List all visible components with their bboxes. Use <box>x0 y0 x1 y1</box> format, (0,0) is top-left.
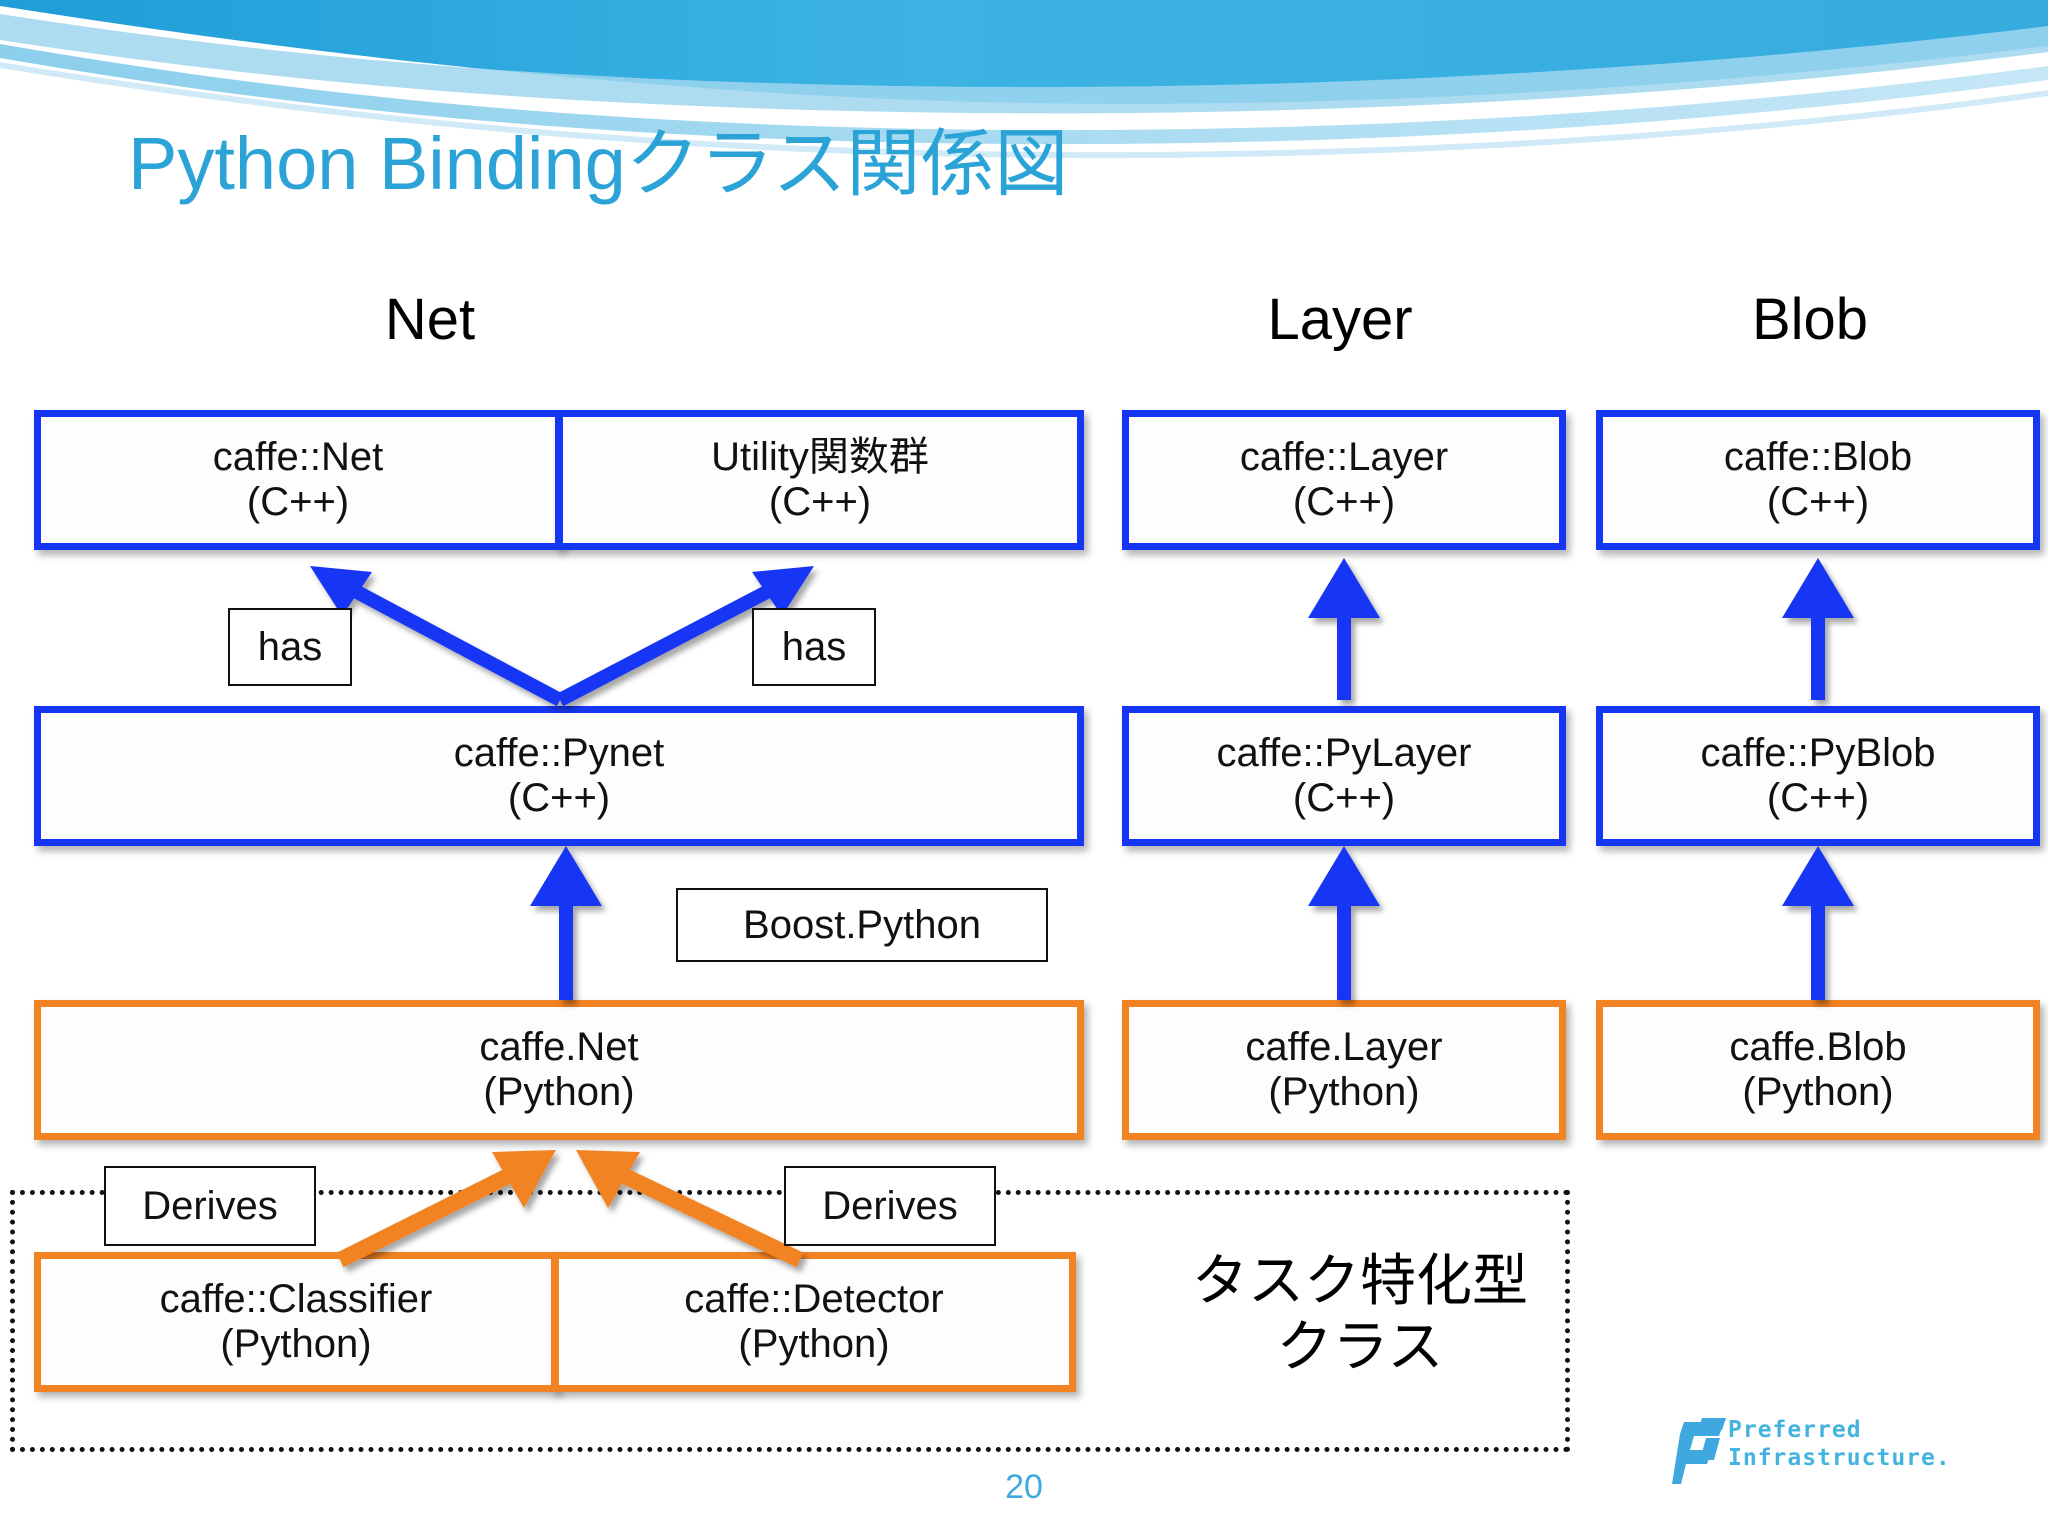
box-caffe-blob[interactable]: caffe::Blob (C++) <box>1596 410 2040 550</box>
box-caffe-blob-python[interactable]: caffe.Blob (Python) <box>1596 1000 2040 1140</box>
group-caption-line2: クラス <box>1276 1315 1444 1379</box>
label-has-right: has <box>752 608 876 686</box>
logo-wordmark: Preferred Infrastructure. <box>1728 1416 1951 1472</box>
page-number: 20 <box>1005 1468 1043 1506</box>
box-caffe-net-line2: (C++) <box>246 480 350 524</box>
box-utility-functions[interactable]: Utility関数群 (C++) <box>556 410 1084 550</box>
box-caffe-classifier[interactable]: caffe::Classifier (Python) <box>34 1252 558 1392</box>
box-caffe-detector-line2: (Python) <box>738 1322 890 1366</box>
label-has-left: has <box>228 608 352 686</box>
box-caffe-net-python-line2: (Python) <box>483 1070 635 1114</box>
box-caffe-detector[interactable]: caffe::Detector (Python) <box>552 1252 1076 1392</box>
box-caffe-classifier-line2: (Python) <box>220 1322 372 1366</box>
group-caption-line1: タスク特化型 <box>1192 1249 1528 1312</box>
logo-line1: Preferred <box>1728 1417 1862 1443</box>
box-caffe-blob-line2: (C++) <box>1766 480 1870 524</box>
box-caffe-classifier-line1: caffe::Classifier <box>159 1277 433 1322</box>
label-boost-python: Boost.Python <box>676 888 1048 962</box>
box-caffe-pylayer-line1: caffe::PyLayer <box>1216 731 1472 776</box>
column-header-blob: Blob <box>1751 287 1869 352</box>
box-caffe-blob-python-line1: caffe.Blob <box>1729 1025 1907 1070</box>
box-caffe-pyblob-line1: caffe::PyBlob <box>1700 731 1936 776</box>
label-derives-left: Derives <box>104 1166 316 1246</box>
box-caffe-net-line1: caffe::Net <box>212 435 384 480</box>
label-derives-right: Derives <box>784 1166 996 1246</box>
box-caffe-net-python[interactable]: caffe.Net (Python) <box>34 1000 1084 1140</box>
box-caffe-layer-line2: (C++) <box>1292 480 1396 524</box>
arrow-caffe-blob-py-to-pyblob <box>1782 846 1854 1000</box>
box-caffe-detector-line1: caffe::Detector <box>684 1277 944 1322</box>
box-caffe-layer-line1: caffe::Layer <box>1239 435 1449 480</box>
box-caffe-net[interactable]: caffe::Net (C++) <box>34 410 562 550</box>
pfi-mark-icon <box>1672 1418 1726 1484</box>
box-caffe-blob-python-line2: (Python) <box>1742 1070 1894 1114</box>
box-utility-functions-line2: (C++) <box>768 480 872 524</box>
box-caffe-pylayer[interactable]: caffe::PyLayer (C++) <box>1122 706 1566 846</box>
box-caffe-pynet-line2: (C++) <box>507 776 611 820</box>
box-caffe-layer-python-line1: caffe.Layer <box>1245 1025 1443 1070</box>
box-caffe-pyblob[interactable]: caffe::PyBlob (C++) <box>1596 706 2040 846</box>
box-caffe-layer-python[interactable]: caffe.Layer (Python) <box>1122 1000 1566 1140</box>
arrow-caffe-layer-py-to-pylayer <box>1308 846 1380 1000</box>
column-header-layer: Layer <box>1267 287 1413 352</box>
box-caffe-layer-python-line2: (Python) <box>1268 1070 1420 1114</box>
box-caffe-pyblob-line2: (C++) <box>1766 776 1870 820</box>
preferred-infrastructure-logo: Preferred Infrastructure. <box>1672 1414 2002 1500</box>
arrow-pylayer-to-caffe-layer <box>1308 558 1380 700</box>
box-caffe-blob-line1: caffe::Blob <box>1723 435 1913 480</box>
page-title: Python Bindingクラス関係図 <box>128 122 1069 205</box>
logo-line2: Infrastructure. <box>1728 1445 1951 1472</box>
arrow-caffe-net-py-to-pynet <box>530 846 602 1000</box>
box-caffe-pynet[interactable]: caffe::Pynet (C++) <box>34 706 1084 846</box>
box-caffe-pynet-line1: caffe::Pynet <box>453 731 665 776</box>
box-caffe-net-python-line1: caffe.Net <box>479 1025 639 1070</box>
box-utility-functions-line1: Utility関数群 <box>711 435 929 480</box>
arrow-pyblob-to-caffe-blob <box>1782 558 1854 700</box>
box-caffe-layer[interactable]: caffe::Layer (C++) <box>1122 410 1566 550</box>
column-header-net: Net <box>384 287 476 352</box>
box-caffe-pylayer-line2: (C++) <box>1292 776 1396 820</box>
